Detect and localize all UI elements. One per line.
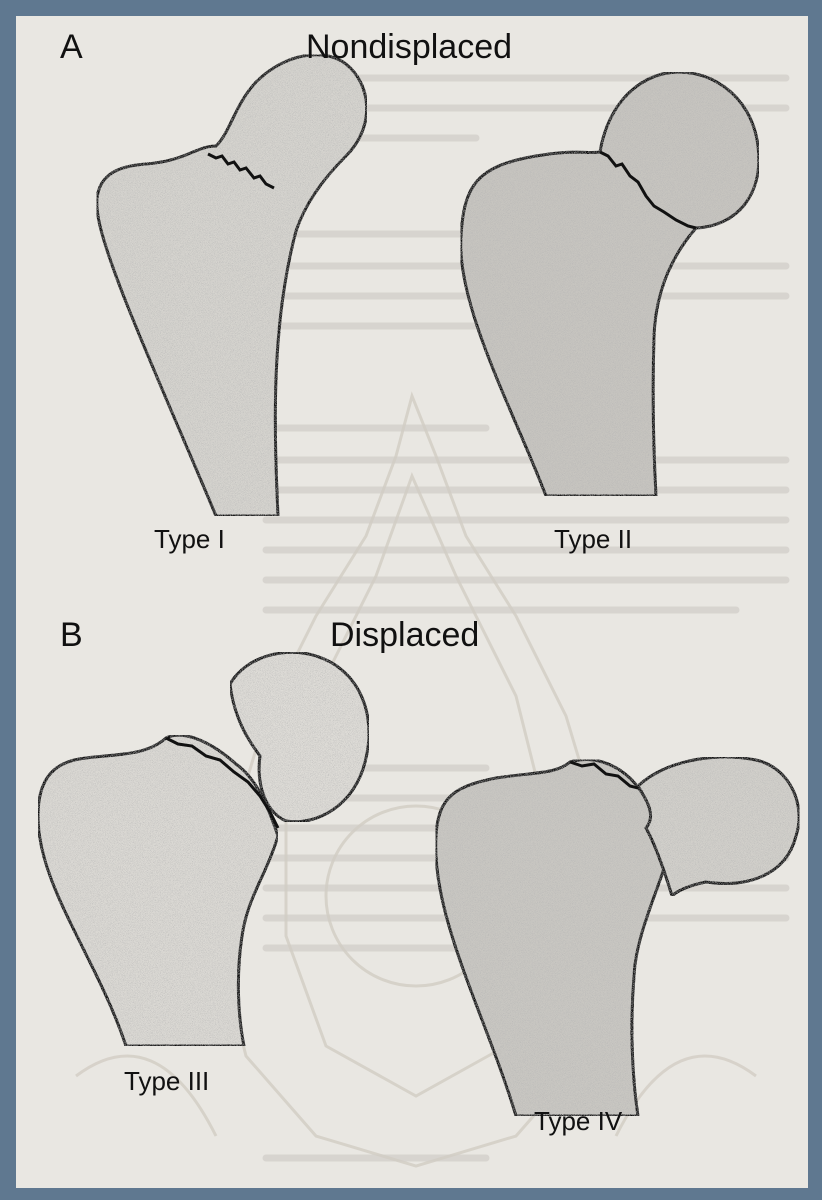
femur-type-3 <box>38 652 369 1046</box>
femur-type-4 <box>436 757 799 1116</box>
type-1-label: Type I <box>154 524 225 555</box>
femur-type-3-shaft <box>38 735 278 1046</box>
panel-a-heading: Nondisplaced <box>306 28 512 67</box>
femur-type-1-shape <box>97 55 367 516</box>
book-page: A Nondisplaced Type I Type II B Displace… <box>16 16 808 1188</box>
panel-b-letter: B <box>60 616 83 655</box>
panel-b-heading: Displaced <box>330 616 479 655</box>
femur-type-1 <box>97 55 367 516</box>
type-3-label: Type III <box>124 1066 209 1097</box>
figure-artwork <box>16 16 808 1188</box>
panel-a-letter: A <box>60 28 83 67</box>
femur-type-4-shaft <box>436 760 668 1116</box>
type-2-label: Type II <box>554 524 632 555</box>
femur-type-2-shape <box>461 72 759 496</box>
type-4-label: Type IV <box>534 1106 622 1137</box>
femur-type-2 <box>461 72 759 496</box>
